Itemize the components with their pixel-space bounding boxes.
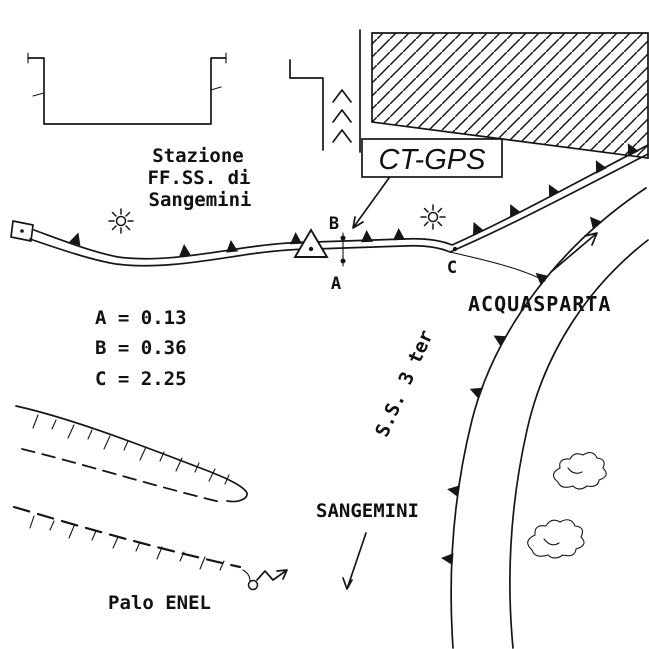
embankment-lower <box>12 505 242 571</box>
embankment-upper <box>15 405 248 504</box>
station-name-line3: Sangemini <box>149 189 252 211</box>
point-b-label: B <box>329 214 339 234</box>
ct-gps-box <box>361 138 503 178</box>
sangemini-arrow <box>342 532 367 590</box>
survey-station-triangle <box>293 228 329 258</box>
ct-gps-callout: CT-GPS <box>352 138 503 229</box>
station-name-line2: FF.SS. di <box>148 167 251 189</box>
footpath-chevrons <box>289 29 361 153</box>
measurements-block: A = 0.13 B = 0.36 C = 2.25 <box>95 307 187 390</box>
palo-enel: Palo ENEL <box>108 569 288 614</box>
measurement-b: B = 0.36 <box>95 337 187 359</box>
pole-circle-icon <box>247 579 259 591</box>
point-markers: B A C <box>329 214 458 294</box>
sangemini-label: SANGEMINI <box>316 500 419 522</box>
ct-gps-label: CT-GPS <box>379 144 487 176</box>
point-b-dot <box>340 235 346 241</box>
station-name: Stazione FF.SS. di Sangemini <box>148 145 252 211</box>
measurement-c: C = 2.25 <box>95 368 187 390</box>
point-a-label: A <box>331 274 341 294</box>
station-name-line1: Stazione <box>152 145 244 167</box>
measurement-a: A = 0.13 <box>95 307 187 329</box>
pole-arrow <box>256 569 288 581</box>
acquasparta-label: ACQUASPARTA <box>468 292 611 316</box>
junction-connector <box>449 251 546 282</box>
ct-gps-arrow <box>352 177 390 229</box>
acquasparta-direction: ACQUASPARTA <box>468 232 611 316</box>
point-c-label: C <box>447 258 457 278</box>
sangemini-direction: SANGEMINI <box>316 500 419 590</box>
bush-scribbles <box>527 452 607 559</box>
station-building-hatched <box>371 32 649 159</box>
road-end-square <box>10 220 34 242</box>
point-c-dot <box>452 246 458 252</box>
palo-enel-label: Palo ENEL <box>108 592 211 614</box>
point-a-dot <box>340 258 346 264</box>
building-outline-topleft <box>27 52 227 125</box>
